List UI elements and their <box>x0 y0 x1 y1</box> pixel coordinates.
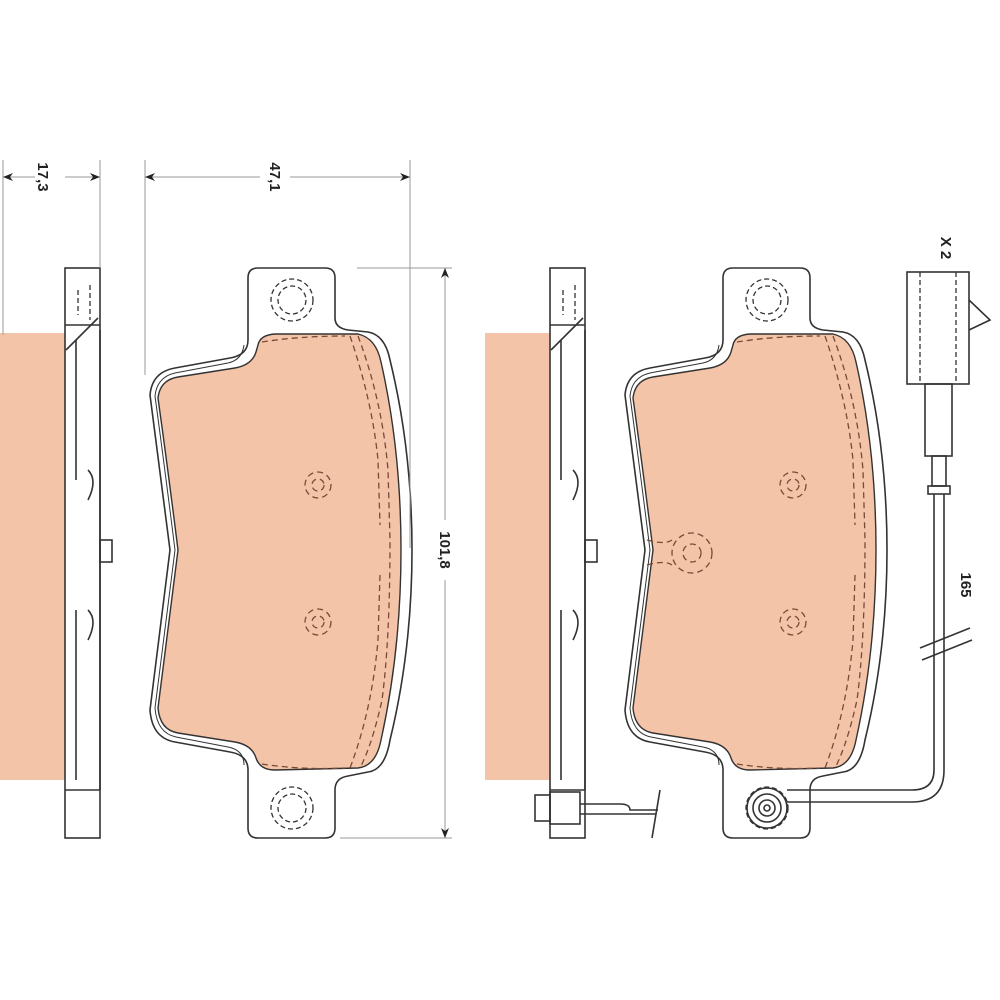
brake-pad-front-view <box>149 267 413 839</box>
dimension-width <box>340 268 452 838</box>
side-view-left <box>0 267 113 839</box>
width-label: 101,8 <box>436 531 453 569</box>
height-label: 47,1 <box>266 162 283 191</box>
side-view-right <box>484 267 598 839</box>
brake-pad-with-sensor <box>624 267 888 839</box>
dimension-height <box>145 160 410 548</box>
quantity-label: X 2 <box>937 237 954 260</box>
center-hole <box>646 532 713 574</box>
thickness-label: 17,3 <box>34 162 51 191</box>
dimension-thickness <box>3 160 100 335</box>
wear-sensor-wire <box>787 271 992 803</box>
sensor-side <box>534 789 661 839</box>
wire-length-label: 165 <box>957 572 974 597</box>
sensor-mount <box>746 787 788 829</box>
